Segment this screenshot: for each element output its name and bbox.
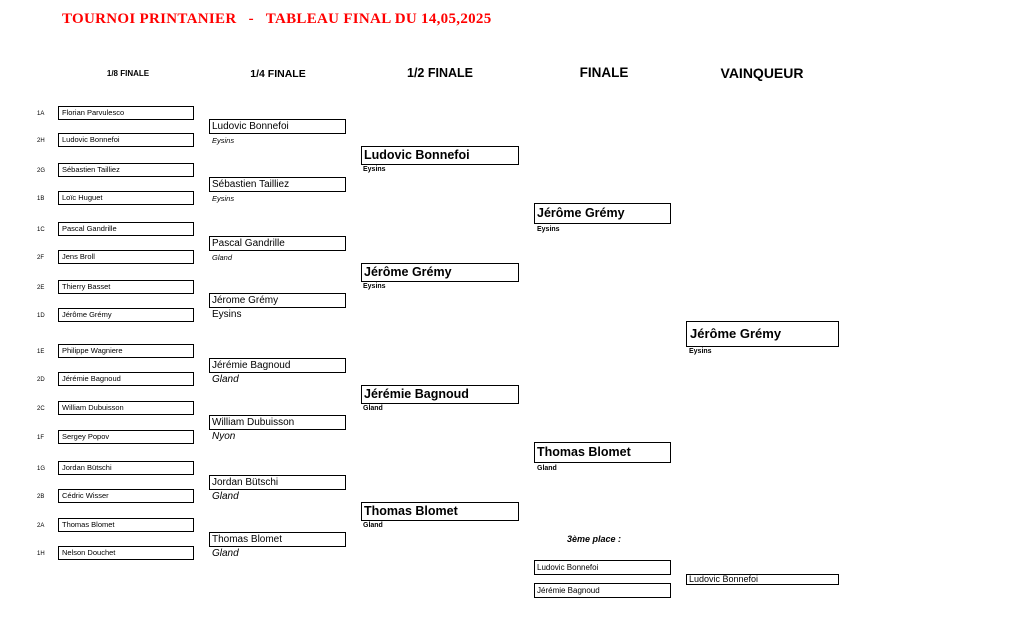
seed: 2E xyxy=(37,285,45,291)
sf-player: Jérôme Grémy xyxy=(361,263,519,282)
qf-club: Eysins xyxy=(212,194,235,203)
final-player: Jérôme Grémy xyxy=(534,203,671,224)
final-club: Gland xyxy=(537,465,557,472)
qf-player: William Dubuisson xyxy=(209,415,346,430)
seed: 1F xyxy=(37,435,45,441)
seed: 1B xyxy=(37,196,45,202)
r16-player: Thierry Basset xyxy=(58,280,194,294)
r16-player: William Dubuisson xyxy=(58,401,194,415)
third-place-winner: Ludovic Bonnefoi xyxy=(686,574,839,585)
sf-player: Ludovic Bonnefoi xyxy=(361,146,519,165)
seed: 2B xyxy=(37,494,45,500)
third-place-player: Ludovic Bonnefoi xyxy=(534,560,671,575)
sf-club: Gland xyxy=(363,405,383,412)
r16-player: Loïc Huguet xyxy=(58,191,194,205)
sf-club: Gland xyxy=(363,522,383,529)
qf-player: Sébastien Tailliez xyxy=(209,177,346,192)
round-header-sf: 1/2 FINALE xyxy=(407,66,473,80)
seed: 2H xyxy=(37,138,45,144)
round-header-final: FINALE xyxy=(579,65,629,80)
r16-player: Thomas Blomet xyxy=(58,518,194,532)
qf-club: Gland xyxy=(212,253,233,262)
r16-player: Pascal Gandrille xyxy=(58,222,194,236)
seed: 1E xyxy=(37,349,45,355)
qf-club: Nyon xyxy=(212,431,236,442)
r16-player: Jordan Bütschi xyxy=(58,461,194,475)
seed: 2A xyxy=(37,523,45,529)
seed: 2C xyxy=(37,406,45,412)
seed: 1C xyxy=(37,227,45,233)
r16-player: Jérôme Grémy xyxy=(58,308,194,322)
seed: 2F xyxy=(37,255,45,261)
sf-club: Eysins xyxy=(363,283,386,290)
qf-club: Gland xyxy=(212,548,239,559)
r16-player: Jérémie Bagnoud xyxy=(58,372,194,386)
round-header-winner: VAINQUEUR xyxy=(720,65,804,81)
seed: 1D xyxy=(37,313,45,319)
r16-player: Philippe Wagniere xyxy=(58,344,194,358)
sf-player: Thomas Blomet xyxy=(361,502,519,521)
qf-club: Gland xyxy=(212,491,239,502)
r16-player: Florian Parvulesco xyxy=(58,106,194,120)
r16-player: Sergey Popov xyxy=(58,430,194,444)
final-club: Eysins xyxy=(537,226,560,233)
seed: 1A xyxy=(37,111,45,117)
seed: 1H xyxy=(37,551,45,557)
round-header-r16: 1/8 FINALE xyxy=(106,69,150,78)
qf-player: Thomas Blomet xyxy=(209,532,346,547)
sf-club: Eysins xyxy=(363,166,386,173)
winner-club: Eysins xyxy=(689,348,712,355)
r16-player: Cédric Wisser xyxy=(58,489,194,503)
seed: 2D xyxy=(37,377,45,383)
third-place-player: Jérémie Bagnoud xyxy=(534,583,671,598)
qf-player: Pascal Gandrille xyxy=(209,236,346,251)
final-player: Thomas Blomet xyxy=(534,442,671,463)
winner-name: Jérôme Grémy xyxy=(686,321,839,347)
page-title: TOURNOI PRINTANIER - TABLEAU FINAL DU 14… xyxy=(62,11,492,27)
third-place-label: 3ème place : xyxy=(567,534,622,544)
qf-player: Jérémie Bagnoud xyxy=(209,358,346,373)
qf-player: Ludovic Bonnefoi xyxy=(209,119,346,134)
round-header-qf: 1/4 FINALE xyxy=(250,68,306,80)
qf-club: Gland xyxy=(212,374,239,385)
qf-player: Jérome Grémy xyxy=(209,293,346,308)
qf-player: Jordan Bütschi xyxy=(209,475,346,490)
qf-club: Eysins xyxy=(212,136,235,145)
r16-player: Ludovic Bonnefoi xyxy=(58,133,194,147)
sf-player: Jérémie Bagnoud xyxy=(361,385,519,404)
r16-player: Jens Broll xyxy=(58,250,194,264)
seed: 1G xyxy=(37,466,46,472)
r16-player: Sébastien Tailliez xyxy=(58,163,194,177)
seed: 2G xyxy=(37,168,46,174)
r16-player: Nelson Douchet xyxy=(58,546,194,560)
qf-club: Eysins xyxy=(212,309,242,320)
